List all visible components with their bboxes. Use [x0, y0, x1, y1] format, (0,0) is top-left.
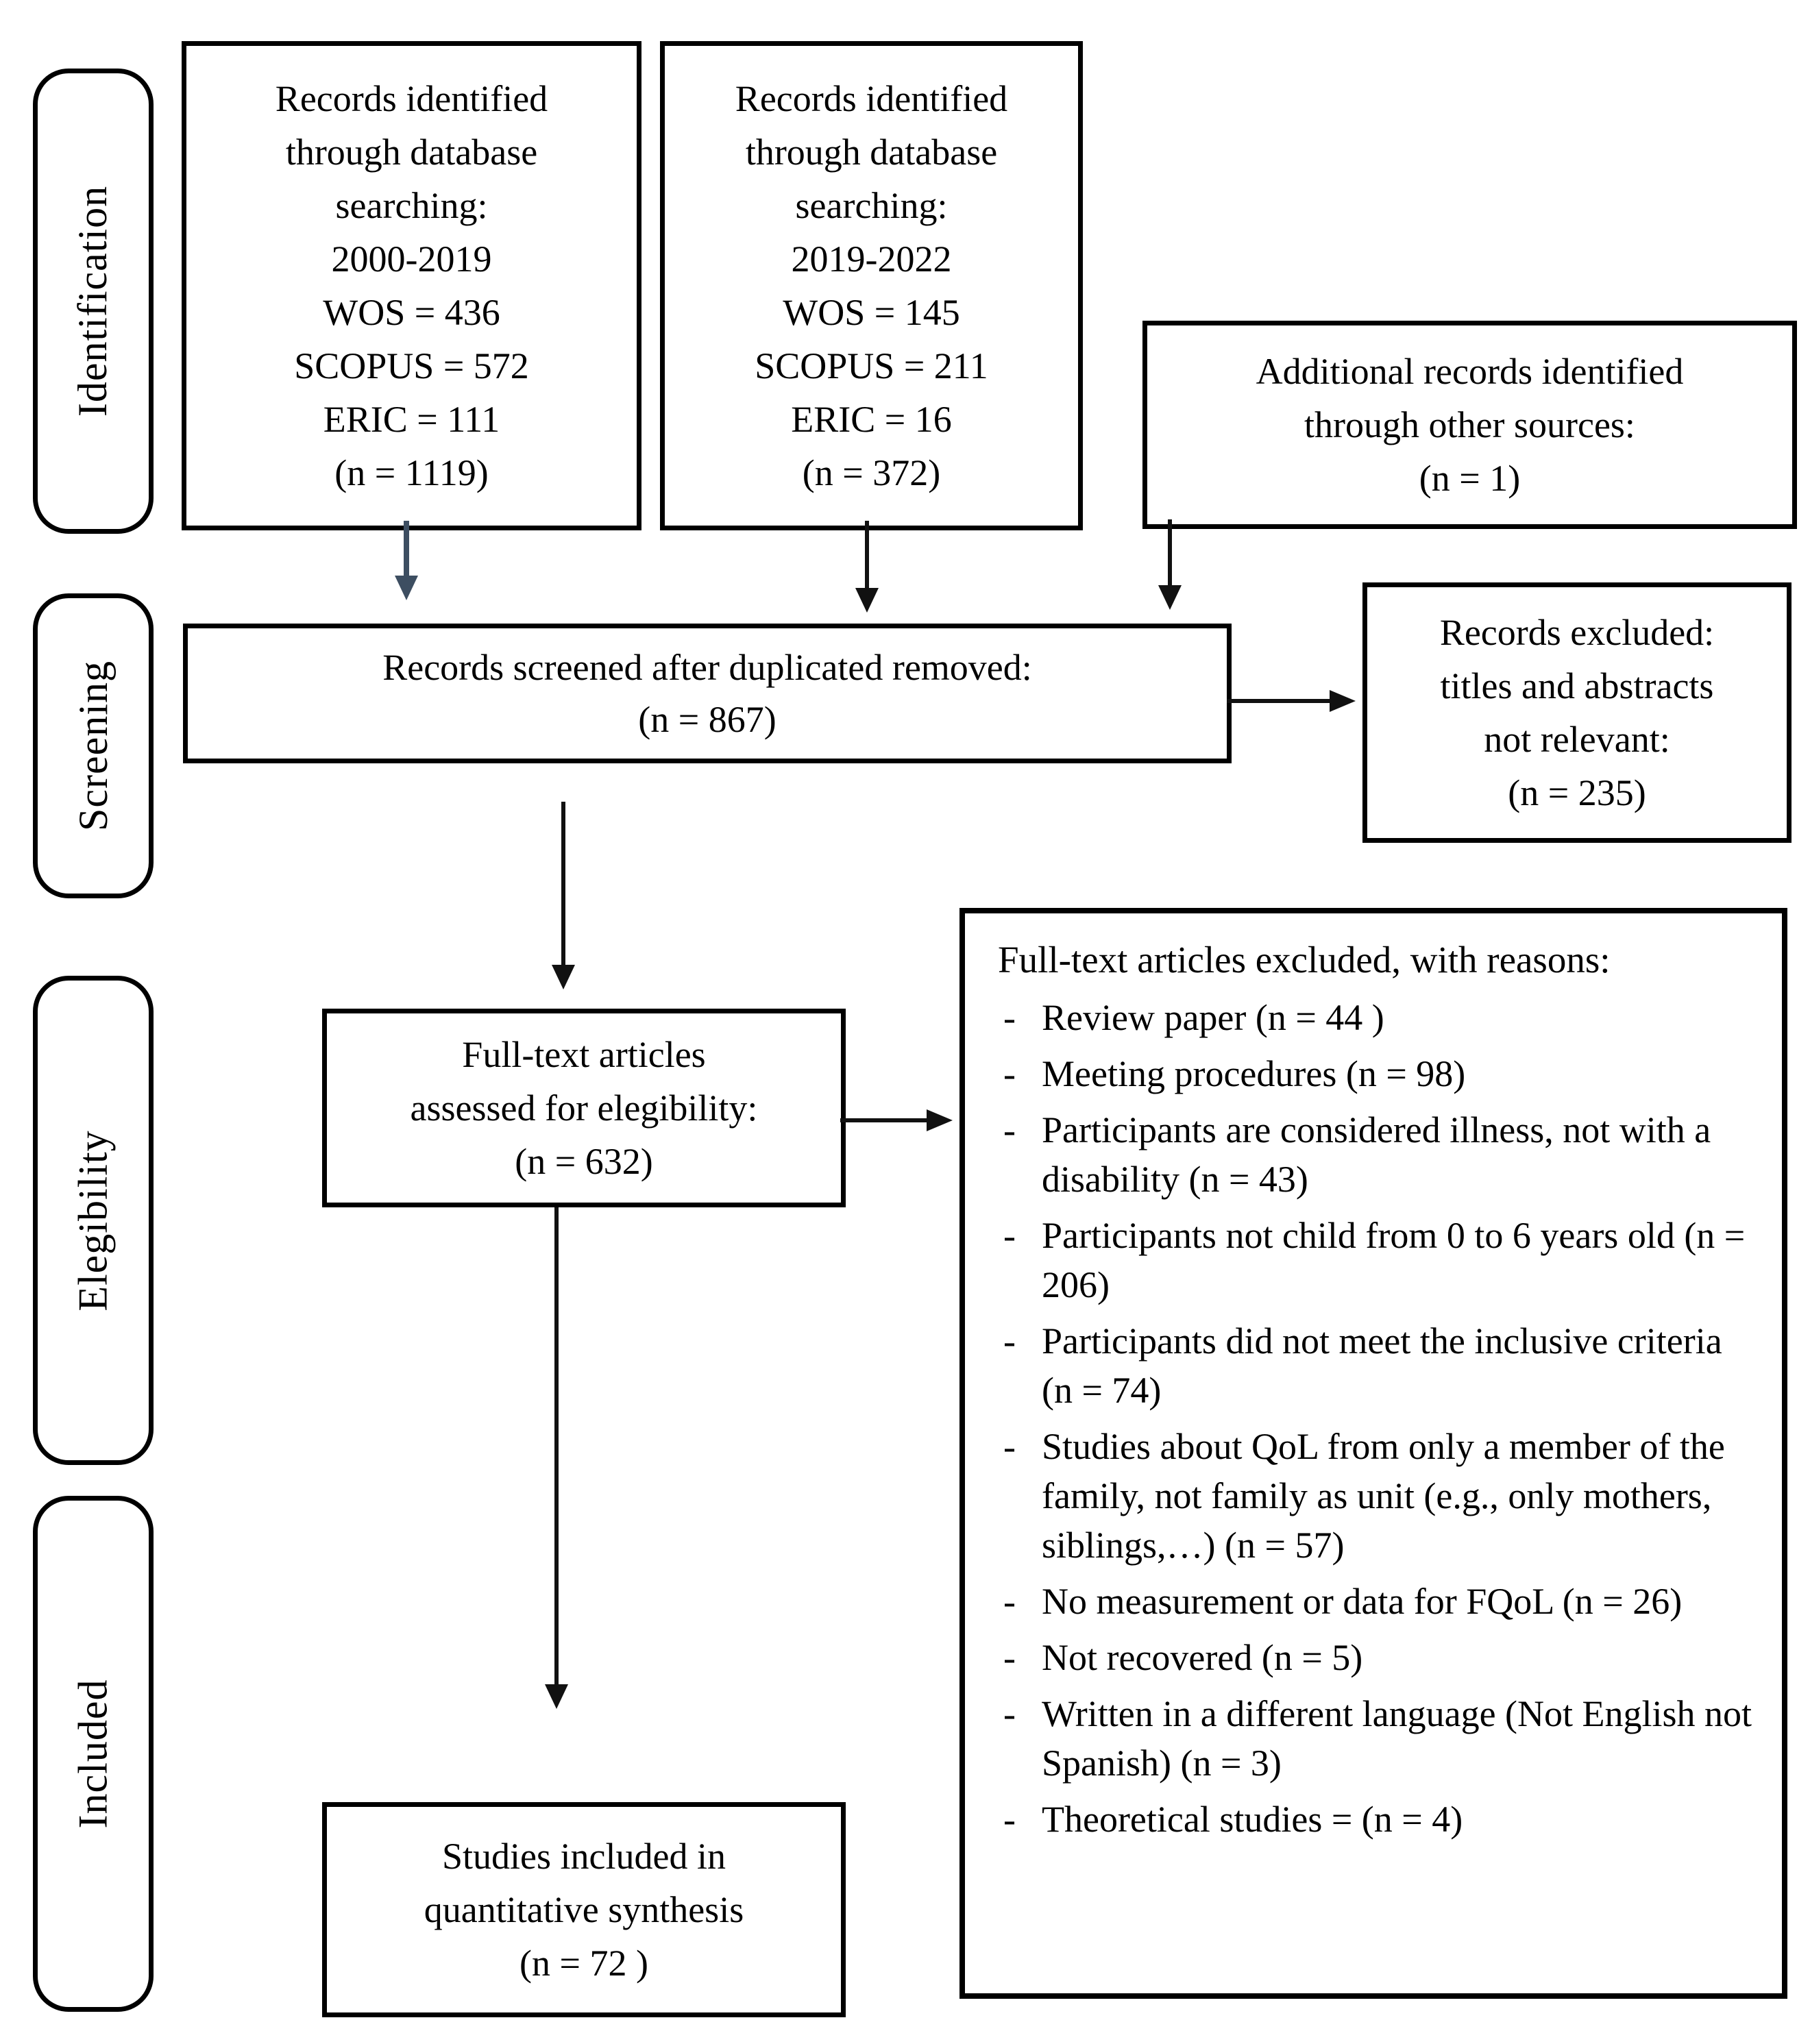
- box-assessed-line: (n = 632): [515, 1141, 653, 1182]
- reason-bullet: -: [1003, 1693, 1016, 1734]
- box-records-excluded: Records excluded: titles and abstracts n…: [1362, 582, 1791, 843]
- stage-elegibility-label: Elegibility: [70, 1129, 116, 1312]
- box-screened-line: Records screened after duplicated remove…: [382, 647, 1032, 688]
- box-db2-line: ERIC = 16: [791, 399, 952, 440]
- box-other-line: (n = 1): [1419, 458, 1521, 499]
- box-assessed-line: Full-text articles: [462, 1034, 706, 1075]
- box-db1-line: 2000-2019: [331, 238, 492, 280]
- box-assessed-line: assessed for elegibility:: [410, 1087, 758, 1129]
- reason-text: Participants did not meet the inclusive …: [1042, 1320, 1722, 1411]
- box-included-line: Studies included in: [442, 1836, 726, 1877]
- box-screened-line: (n = 867): [638, 699, 776, 740]
- reason-item: - Participants did not meet the inclusiv…: [998, 1316, 1757, 1415]
- box-fulltext-assessed: Full-text articles assessed for elegibil…: [322, 1009, 846, 1207]
- reason-item: - Studies about QoL from only a member o…: [998, 1422, 1757, 1570]
- box-fulltext-excluded-reasons: Full-text articles excluded, with reason…: [959, 908, 1787, 1999]
- reason-bullet: -: [1003, 1799, 1016, 1840]
- box-records-screened: Records screened after duplicated remove…: [183, 624, 1232, 763]
- reason-bullet: -: [1003, 1109, 1016, 1150]
- box-db1-line: (n = 1119): [334, 452, 489, 493]
- reason-item: - Written in a different language (Not E…: [998, 1689, 1757, 1788]
- reason-text: Review paper (n = 44 ): [1042, 997, 1384, 1038]
- box-db1-line: Records identified: [275, 78, 548, 119]
- reason-text: Participants not child from 0 to 6 years…: [1042, 1215, 1746, 1305]
- box-db1-line: ERIC = 111: [323, 399, 500, 440]
- reason-item: - Theoretical studies = (n = 4): [998, 1795, 1757, 1844]
- box-db2-line: Records identified: [735, 78, 1008, 119]
- box-records-db-2019-2022: Records identified through database sear…: [660, 41, 1083, 530]
- reason-text: Theoretical studies = (n = 4): [1042, 1799, 1463, 1840]
- box-other-line: Additional records identified: [1256, 351, 1684, 392]
- box-db1-line: through database: [285, 132, 538, 173]
- reason-bullet: -: [1003, 1637, 1016, 1678]
- reason-text: Not recovered (n = 5): [1042, 1637, 1363, 1678]
- reasons-title: Full-text articles excluded, with reason…: [998, 939, 1611, 981]
- box-db2-line: searching:: [795, 185, 948, 226]
- box-db2-line: SCOPUS = 211: [755, 345, 988, 386]
- box-excluded-line: titles and abstracts: [1440, 665, 1714, 706]
- box-additional-records: Additional records identified through ot…: [1142, 321, 1797, 529]
- box-records-db-2000-2019: Records identified through database sear…: [182, 41, 641, 530]
- reason-text: Participants are considered illness, not…: [1042, 1109, 1711, 1200]
- reason-item: - Meeting procedures (n = 98): [998, 1049, 1757, 1098]
- box-excluded-line: Records excluded:: [1439, 612, 1715, 653]
- box-db1-line: SCOPUS = 572: [294, 345, 529, 386]
- stage-screening: Screening: [33, 593, 154, 898]
- box-db1-line: searching:: [335, 185, 488, 226]
- box-db1-line: WOS = 436: [323, 292, 500, 333]
- reason-text: Meeting procedures (n = 98): [1042, 1053, 1466, 1094]
- stage-elegibility: Elegibility: [33, 976, 154, 1465]
- box-db2-line: through database: [745, 132, 998, 173]
- box-excluded-line: (n = 235): [1508, 772, 1646, 813]
- box-db2-line: (n = 372): [802, 452, 941, 493]
- reason-text: Studies about QoL from only a member of …: [1042, 1426, 1725, 1566]
- stage-identification-label: Identification: [70, 185, 116, 417]
- box-excluded-line: not relevant:: [1484, 719, 1670, 760]
- stage-identification: Identification: [33, 69, 154, 534]
- reason-item: - Not recovered (n = 5): [998, 1633, 1757, 1682]
- reason-bullet: -: [1003, 1426, 1016, 1467]
- reason-bullet: -: [1003, 1215, 1016, 1256]
- reason-text: No measurement or data for FQoL (n = 26): [1042, 1581, 1683, 1622]
- box-other-line: through other sources:: [1304, 404, 1635, 445]
- box-db2-line: 2019-2022: [791, 238, 952, 280]
- stage-screening-label: Screening: [70, 661, 116, 831]
- reason-item: - Review paper (n = 44 ): [998, 993, 1757, 1042]
- reason-text: Written in a different language (Not Eng…: [1042, 1693, 1752, 1784]
- reason-bullet: -: [1003, 997, 1016, 1038]
- reason-bullet: -: [1003, 1581, 1016, 1622]
- box-included-line: quantitative synthesis: [424, 1889, 744, 1930]
- stage-included-label: Included: [70, 1679, 116, 1829]
- reason-item: - Participants not child from 0 to 6 yea…: [998, 1211, 1757, 1309]
- box-db2-line: WOS = 145: [783, 292, 960, 333]
- box-studies-included: Studies included in quantitative synthes…: [322, 1802, 846, 2017]
- box-included-line: (n = 72 ): [519, 1943, 648, 1984]
- reason-item: - Participants are considered illness, n…: [998, 1105, 1757, 1204]
- reason-bullet: -: [1003, 1320, 1016, 1362]
- stage-included: Included: [33, 1496, 154, 2012]
- reason-item: - No measurement or data for FQoL (n = 2…: [998, 1577, 1757, 1626]
- reason-bullet: -: [1003, 1053, 1016, 1094]
